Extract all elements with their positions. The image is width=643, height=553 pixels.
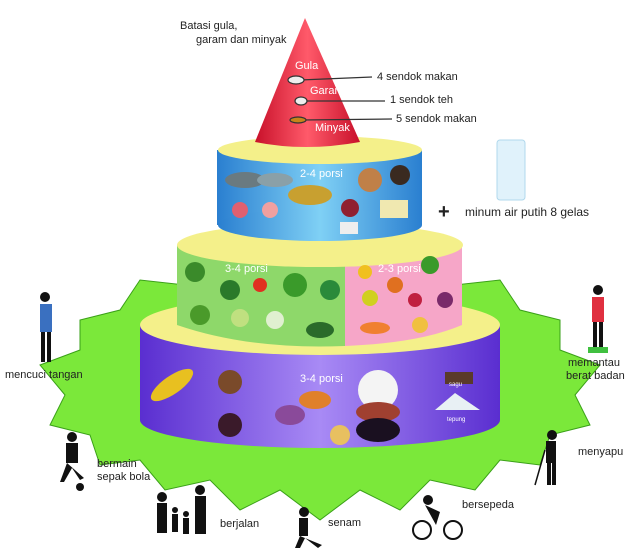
limit-title-line1: Batasi gula,: [180, 20, 238, 32]
wash-hands-person-icon: [40, 292, 52, 362]
water-text: minum air putih 8 gelas: [465, 205, 590, 219]
activity-silhouettes: [40, 285, 608, 548]
staple-portion: 3-4 porsi: [300, 373, 343, 385]
sweep-label: menyapu: [578, 446, 624, 458]
plus-icon: +: [438, 201, 450, 223]
minyak-amount: 5 sendok makan: [396, 113, 477, 125]
fruit-foods: [358, 256, 453, 334]
walking-family-icon: [157, 485, 206, 534]
gula-amount: 4 sendok makan: [377, 71, 458, 83]
cone-label-minyak: Minyak: [315, 122, 350, 134]
sugar-salt-oil-cone: [255, 18, 360, 147]
football-label-line2: sepak bola: [97, 471, 151, 483]
vegetable-portion: 3-4 porsi: [225, 263, 268, 275]
staple-foods: [150, 368, 480, 445]
limit-title-line2: garam dan minyak: [196, 34, 287, 46]
protein-portion: 2-4 porsi: [300, 168, 343, 180]
cycling-label: bersepeda: [462, 499, 514, 511]
walking-label: berjalan: [220, 518, 260, 530]
wash-hands-label: mencuci tangan: [5, 369, 83, 381]
vegetable-foods: [185, 262, 340, 338]
water-glass-icon: [496, 139, 526, 201]
exercise-label: senam: [328, 517, 362, 529]
tepung-label: tepung: [447, 417, 466, 423]
fruit-portion: 2-3 porsi: [378, 263, 421, 275]
cone-label-garam: Garam: [310, 85, 344, 97]
cone-label-gula: Gula: [295, 60, 319, 72]
sagu-label: sagu: [449, 382, 463, 388]
weighing-person-icon: [588, 285, 608, 353]
cyclist-icon: [412, 495, 463, 540]
weight-label-line2: berat badan: [566, 370, 625, 382]
football-player-icon: [60, 432, 84, 491]
exercise-person-icon: [295, 507, 322, 548]
weight-label-line1: memantau: [568, 357, 620, 369]
protein-foods: [225, 165, 410, 234]
football-label-line1: bermain: [97, 458, 137, 470]
sweeping-person-icon: [534, 430, 557, 486]
garam-amount: 1 sendok teh: [390, 94, 453, 106]
